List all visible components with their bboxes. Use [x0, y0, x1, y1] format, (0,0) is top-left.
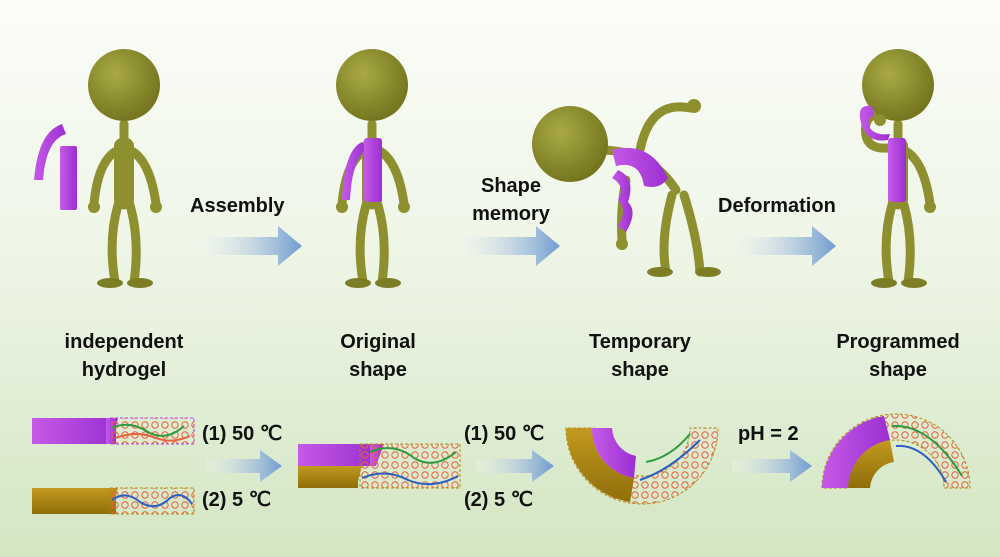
condition-5c-second: (2) 5 ℃	[464, 489, 534, 511]
figure-temporary	[532, 99, 721, 277]
condition-ph: pH = 2	[738, 423, 799, 445]
caption-programmed-line2: shape	[869, 359, 927, 381]
hydrogel-pieces	[34, 124, 77, 210]
step-shape-memory-line2: memory	[472, 203, 550, 225]
caption-original: Original shape	[278, 328, 478, 384]
caption-original-line1: Original	[340, 331, 416, 353]
strip-arch	[821, 413, 971, 489]
step-assembly: Assembly	[190, 195, 285, 217]
caption-programmed: Programmed shape	[798, 328, 998, 384]
arrow-bottom-1	[206, 450, 282, 482]
caption-temporary-line1: Temporary	[589, 331, 691, 353]
strip-bilayer	[298, 443, 461, 489]
arrow-assembly	[202, 226, 302, 266]
arrow-bottom-3	[732, 450, 812, 482]
strip-gold	[32, 487, 195, 515]
figure-original	[336, 49, 410, 288]
caption-independent: independent hydrogel	[24, 328, 224, 384]
caption-temporary: Temporary shape	[540, 328, 740, 384]
condition-50c-first: (1) 50 ℃	[202, 423, 283, 445]
step-deformation: Deformation	[718, 195, 836, 217]
condition-50c-second: (1) 50 ℃	[464, 423, 545, 445]
caption-original-line2: shape	[349, 359, 407, 381]
strip-u-shape	[565, 427, 719, 505]
arrow-shape-memory	[462, 226, 560, 266]
caption-programmed-line1: Programmed	[836, 331, 960, 353]
condition-5c-first: (2) 5 ℃	[202, 489, 272, 511]
figure-independent	[88, 49, 162, 288]
step-shape-memory: Shape memory	[464, 172, 558, 228]
arrow-bottom-2	[476, 450, 554, 482]
caption-temporary-line2: shape	[611, 359, 669, 381]
strip-purple	[32, 417, 195, 445]
arrow-deformation	[736, 226, 836, 266]
step-shape-memory-line1: Shape	[480, 175, 542, 197]
caption-independent-line1: independent	[64, 331, 184, 353]
caption-independent-line2: hydrogel	[81, 359, 167, 381]
figure-programmed	[859, 49, 936, 288]
